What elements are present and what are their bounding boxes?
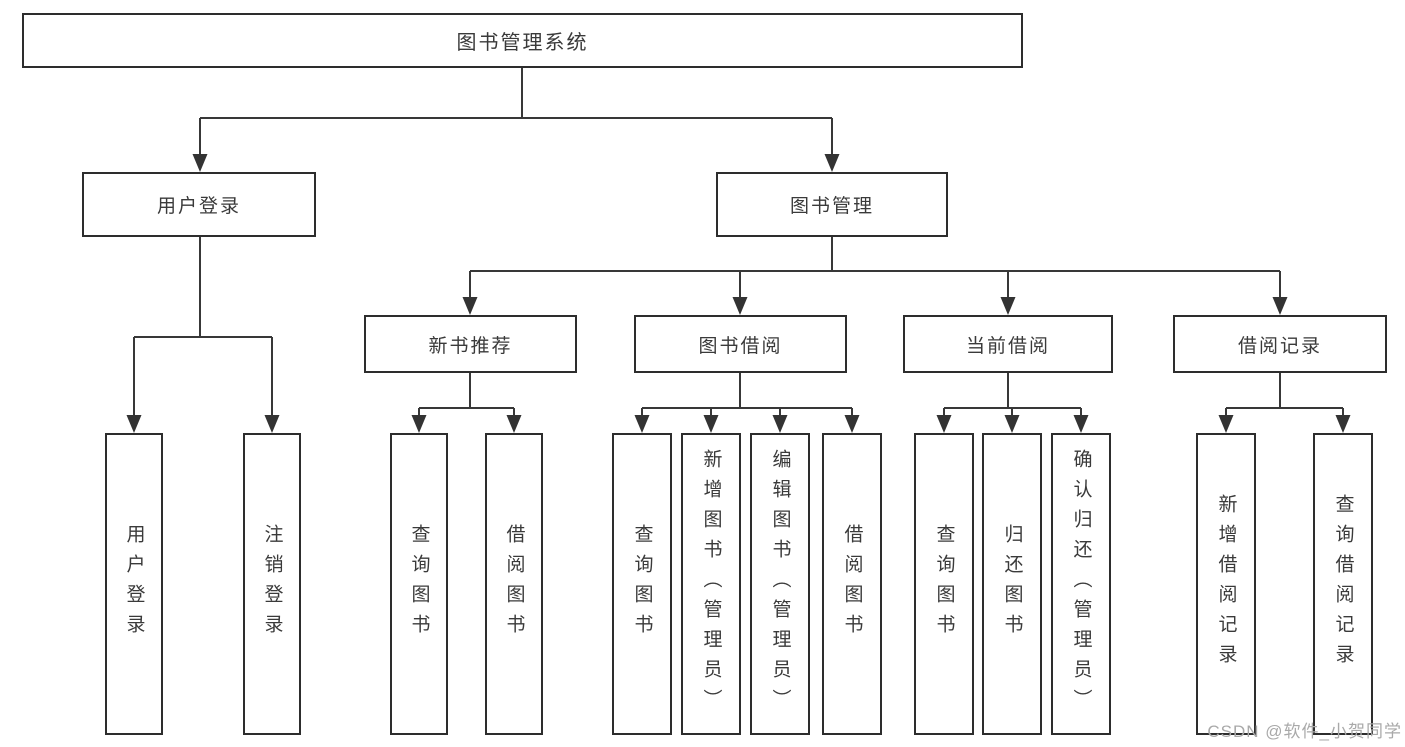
leaf-borrow-edit-books-admin: 编辑图书（管理员） xyxy=(750,433,810,735)
leaf-records-query-record: 查询借阅记录 xyxy=(1313,433,1373,735)
node-label: 新增借阅记录 xyxy=(1215,494,1237,674)
node-label: 编辑图书（管理员） xyxy=(769,449,791,719)
node-label: 借阅图书 xyxy=(841,524,863,644)
leaf-records-add-record: 新增借阅记录 xyxy=(1196,433,1256,735)
leaf-recommend-borrow-books: 借阅图书 xyxy=(485,433,543,735)
node-label: 借阅图书 xyxy=(503,524,525,644)
node-borrowing-records: 借阅记录 xyxy=(1173,315,1387,373)
node-label: 用户登录 xyxy=(123,524,145,644)
node-label: 确认归还（管理员） xyxy=(1070,449,1092,719)
node-label: 归还图书 xyxy=(1001,524,1023,644)
leaf-borrow-borrow-books: 借阅图书 xyxy=(822,433,882,735)
leaf-borrow-query-books: 查询图书 xyxy=(612,433,672,735)
node-label: 查询图书 xyxy=(933,524,955,644)
node-label: 图书管理系统 xyxy=(456,32,589,54)
node-label: 新书推荐 xyxy=(428,335,513,357)
node-book-management-module: 图书管理 xyxy=(716,172,948,237)
node-book-borrowing: 图书借阅 xyxy=(634,315,847,373)
leaf-recommend-query-books: 查询图书 xyxy=(390,433,448,735)
node-label: 借阅记录 xyxy=(1237,335,1322,357)
leaf-current-query-books: 查询图书 xyxy=(914,433,974,735)
node-label: 图书管理 xyxy=(789,196,874,217)
leaf-user-login: 用户登录 xyxy=(105,433,163,735)
node-label: 查询借阅记录 xyxy=(1332,494,1354,674)
node-label: 图书借阅 xyxy=(698,335,783,357)
node-user-login-module: 用户登录 xyxy=(82,172,316,237)
node-label: 新增图书（管理员） xyxy=(700,449,722,719)
node-label: 当前借阅 xyxy=(965,335,1050,357)
node-current-borrowing: 当前借阅 xyxy=(903,315,1113,373)
leaf-borrow-add-books-admin: 新增图书（管理员） xyxy=(681,433,741,735)
leaf-current-return-books: 归还图书 xyxy=(982,433,1042,735)
leaf-logout: 注销登录 xyxy=(243,433,301,735)
csdn-watermark: CSDN @软件_小贺同学 xyxy=(1207,722,1402,741)
node-label: 查询图书 xyxy=(631,524,653,644)
node-label: 查询图书 xyxy=(408,524,430,644)
node-root-system: 图书管理系统 xyxy=(22,13,1023,68)
node-new-book-recommend: 新书推荐 xyxy=(364,315,577,373)
node-label: 注销登录 xyxy=(261,524,283,644)
leaf-current-confirm-return-admin: 确认归还（管理员） xyxy=(1051,433,1111,735)
node-label: 用户登录 xyxy=(156,196,241,217)
